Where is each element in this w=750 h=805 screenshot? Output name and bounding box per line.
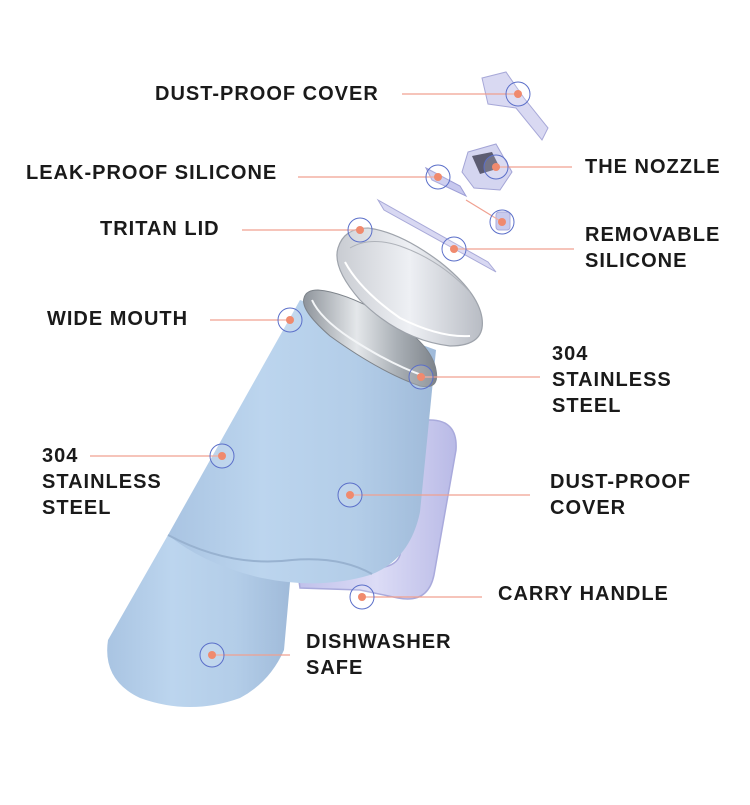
marker-dot-the-nozzle bbox=[492, 163, 500, 171]
marker-dot-tritan-lid bbox=[356, 226, 364, 234]
label-stainless-steel-inner: 304 STAINLESS STEEL bbox=[552, 343, 672, 417]
marker-dot-dust-proof-cover-body bbox=[346, 491, 354, 499]
label-carry-handle: CARRY HANDLE bbox=[498, 583, 669, 605]
marker-dot-dust-proof-cover-top bbox=[514, 90, 522, 98]
steel-rim-part bbox=[303, 289, 438, 388]
marker-dot-leak-proof-silicone bbox=[434, 173, 442, 181]
marker-dot-removable-silicone-small bbox=[498, 218, 506, 226]
marker-dot-stainless-steel-outer bbox=[218, 452, 226, 460]
label-stainless-steel-outer: 304 STAINLESS STEEL bbox=[42, 445, 162, 519]
tumbler-body-part bbox=[107, 300, 436, 707]
label-dishwasher-safe: DISHWASHER SAFE bbox=[306, 631, 452, 679]
removable-silicone-part bbox=[376, 198, 497, 273]
marker-dot-dishwasher-safe bbox=[208, 651, 216, 659]
label-dust-proof-cover-body: DUST-PROOF COVER bbox=[550, 471, 692, 519]
markers bbox=[199, 81, 531, 668]
tritan-lid-part bbox=[336, 227, 483, 347]
marker-dot-wide-mouth bbox=[286, 316, 294, 324]
label-removable-silicone: REMOVABLE SILICONE bbox=[585, 224, 721, 272]
label-leak-proof-silicone: LEAK-PROOF SILICONE bbox=[26, 162, 278, 184]
marker-dot-stainless-steel-inner bbox=[417, 373, 425, 381]
label-wide-mouth: WIDE MOUTH bbox=[47, 308, 189, 330]
marker-dot-removable-silicone bbox=[450, 245, 458, 253]
label-the-nozzle: THE NOZZLE bbox=[585, 156, 721, 178]
leader-line-removable-silicone-small bbox=[465, 199, 503, 223]
leader-lines bbox=[90, 93, 574, 656]
label-dust-proof-cover-top: DUST-PROOF COVER bbox=[155, 83, 379, 105]
marker-dot-carry-handle bbox=[358, 593, 366, 601]
label-tritan-lid: TRITAN LID bbox=[100, 218, 220, 240]
